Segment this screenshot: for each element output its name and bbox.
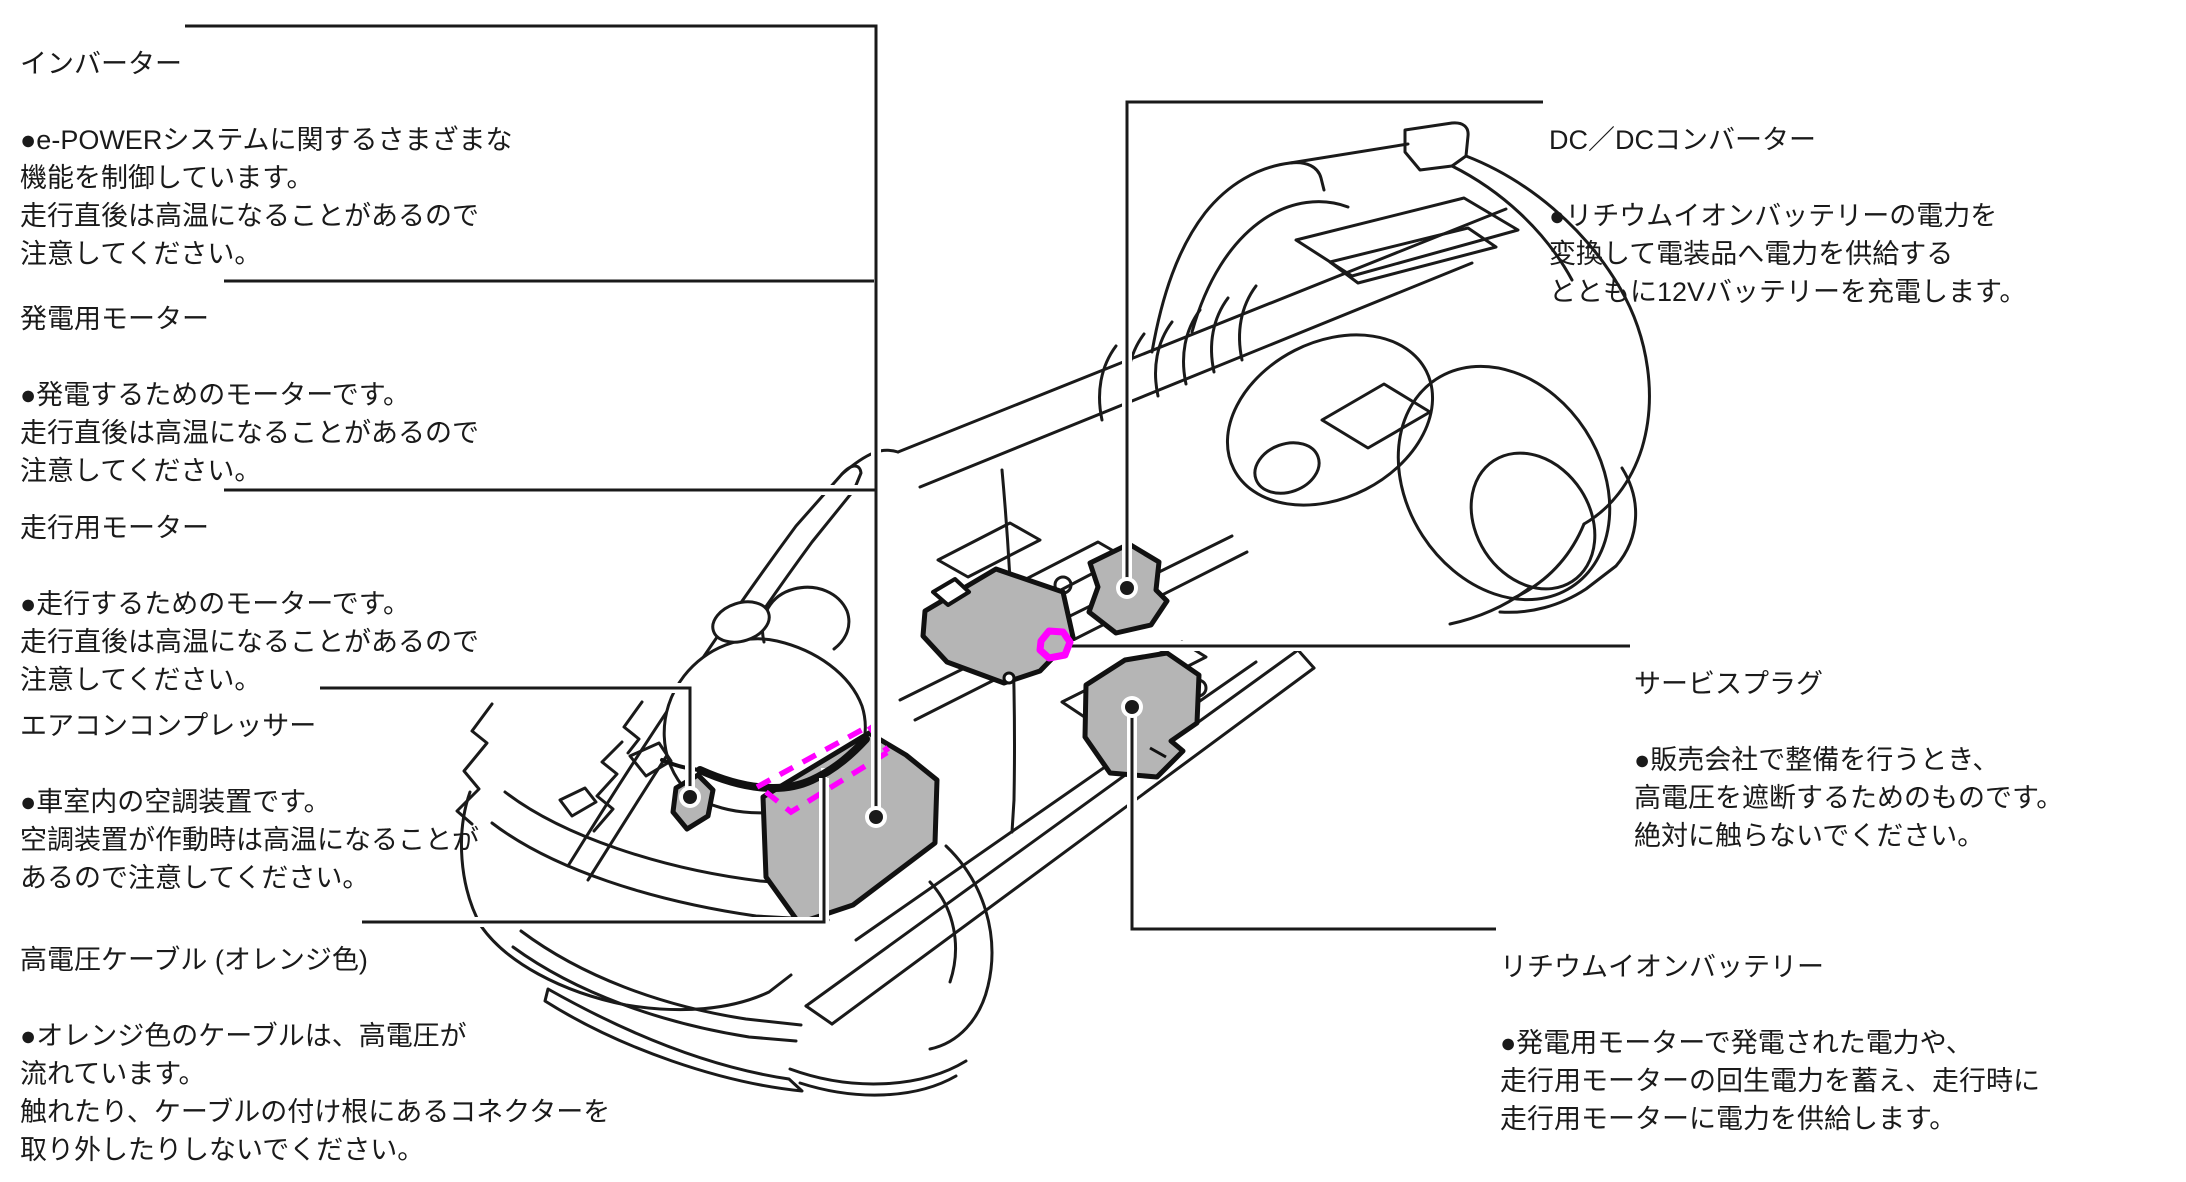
callout-title: エアコンコンプレッサー xyxy=(20,711,317,741)
callout-traction-motor: 走行用モーター ●走行するためのモーターです。 走行直後は高温になることがあるの… xyxy=(20,471,479,737)
leader-hv-cable xyxy=(362,778,826,924)
leader-ac-compressor xyxy=(320,686,692,797)
callout-body: ●発電用モーターで発電された電力や、 走行用モーターの回生電力を蓄え、走行時に … xyxy=(1500,1028,2040,1134)
callout-body: ●オレンジ色のケーブルは、高電圧が 流れています。 触れたり、ケーブルの付け根に… xyxy=(20,1021,611,1165)
callout-title: 発電用モーター xyxy=(20,304,209,334)
callout-body: ●発電するためのモーターです。 走行直後は高温になることがあるので 注意してくだ… xyxy=(20,380,479,486)
callout-body: ●走行するためのモーターです。 走行直後は高温になることがあるので 注意してくだ… xyxy=(20,589,479,695)
callout-dcdc-converter: DC／DCコンバーター ●リチウムイオンバッテリーの電力を 変換して電装品へ電力… xyxy=(1549,83,2026,349)
callout-service-plug: サービスプラグ ●販売会社で整備を行うとき、 高電圧を遮断するためのものです。 … xyxy=(1634,627,2063,893)
dot-lithium-battery xyxy=(1125,700,1139,714)
callout-title: リチウムイオンバッテリー xyxy=(1500,952,1824,982)
leader-dcdc-converter xyxy=(1125,100,1543,589)
callout-lithium-battery: リチウムイオンバッテリー ●発電用モーターで発電された電力や、 走行用モーターの… xyxy=(1500,910,2040,1176)
callout-title: インバーター xyxy=(20,49,182,79)
dot-motor-unit xyxy=(869,810,883,824)
car-rear-section xyxy=(1098,121,1651,626)
dot-ac-compressor xyxy=(683,790,697,804)
callout-title: 走行用モーター xyxy=(20,513,209,543)
callout-inverter: インバーター ●e-POWERシステムに関するさまざまな 機能を制御しています。… xyxy=(20,7,513,311)
callout-title: サービスプラグ xyxy=(1634,669,1823,699)
leader-lines xyxy=(185,21,1630,934)
leader-dots xyxy=(679,577,1143,828)
leader-lithium-battery xyxy=(1130,708,1496,931)
callout-body: ●リチウムイオンバッテリーの電力を 変換して電装品へ電力を供給する とともに12… xyxy=(1549,201,2027,307)
front-wheel xyxy=(928,844,994,1051)
callout-generator-motor: 発電用モーター ●発電するためのモーターです。 走行直後は高温になることがあるの… xyxy=(20,262,479,528)
service-plug-marker xyxy=(1036,627,1074,662)
hv-cable-art xyxy=(660,735,870,792)
dot-dcdc-converter xyxy=(1120,581,1134,595)
component-lithium-battery xyxy=(1082,650,1202,780)
callout-body: ●車室内の空調装置です。 空調装置が作動時は高温になることが あるので注意してく… xyxy=(20,787,479,893)
callout-body: ●販売会社で整備を行うとき、 高電圧を遮断するためのものです。 絶対に触らないで… xyxy=(1634,745,2064,851)
rear-wheel xyxy=(1396,364,1612,602)
callout-body: ●e-POWERシステムに関するさまざまな 機能を制御しています。 走行直後は高… xyxy=(20,125,513,269)
callout-hv-cable: 高電圧ケーブル (オレンジ色) ●オレンジ色のケーブルは、高電圧が 流れています… xyxy=(20,903,610,1182)
callout-ac-compressor: エアコンコンプレッサー ●車室内の空調装置です。 空調装置が作動時は高温になるこ… xyxy=(20,669,479,935)
callout-title: DC／DCコンバーター xyxy=(1549,125,1816,155)
leader-inverter xyxy=(185,24,878,817)
callout-title: 高電圧ケーブル (オレンジ色) xyxy=(20,945,368,975)
